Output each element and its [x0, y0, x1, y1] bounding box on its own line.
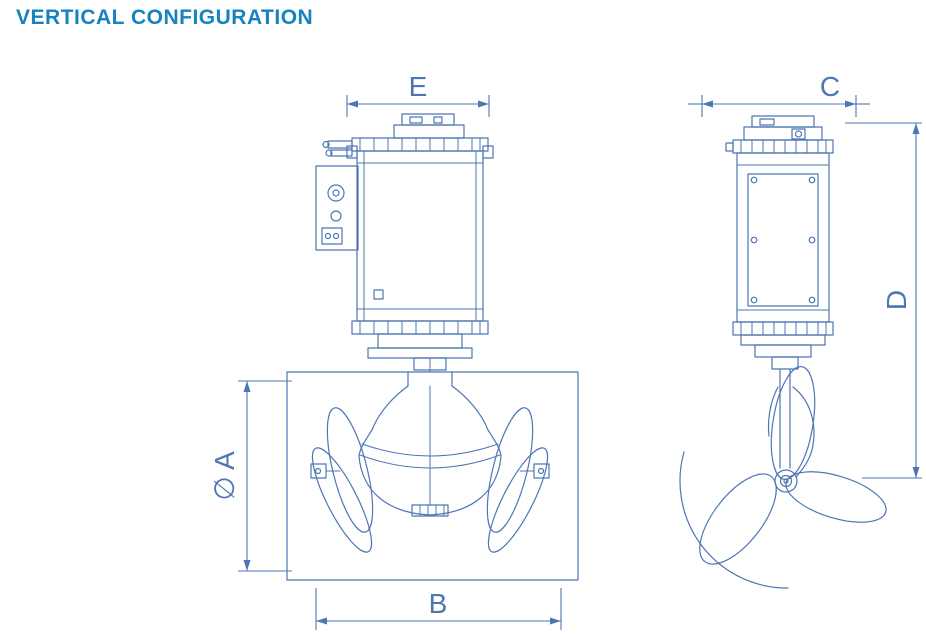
side-motor [725, 115, 834, 370]
dimension-a: ∅ A [209, 380, 292, 572]
front-mount-flange [351, 320, 489, 373]
front-motor [322, 113, 494, 322]
dimension-c: C [688, 71, 870, 117]
motor-cover-panel [747, 173, 819, 307]
dim-label-b: B [429, 588, 448, 619]
side-view: C [679, 71, 922, 589]
dimension-e: E [346, 71, 490, 117]
side-propeller [679, 366, 887, 589]
dim-label-a: ∅ A [209, 451, 240, 501]
dim-label-d: D [881, 290, 912, 310]
side-gear-leg [767, 368, 815, 478]
front-propeller [310, 407, 550, 553]
page-title: VERTICAL CONFIGURATION [16, 6, 314, 29]
front-tunnel [286, 371, 579, 581]
dimension-d: D [845, 122, 922, 479]
front-view: E [209, 71, 579, 630]
dim-label-c: C [820, 71, 840, 102]
dim-label-e: E [409, 71, 428, 102]
front-controller-box [315, 165, 359, 251]
cable-gland-fittings [322, 140, 353, 157]
front-gear-pod [358, 371, 502, 517]
dimension-b: B [315, 588, 562, 630]
